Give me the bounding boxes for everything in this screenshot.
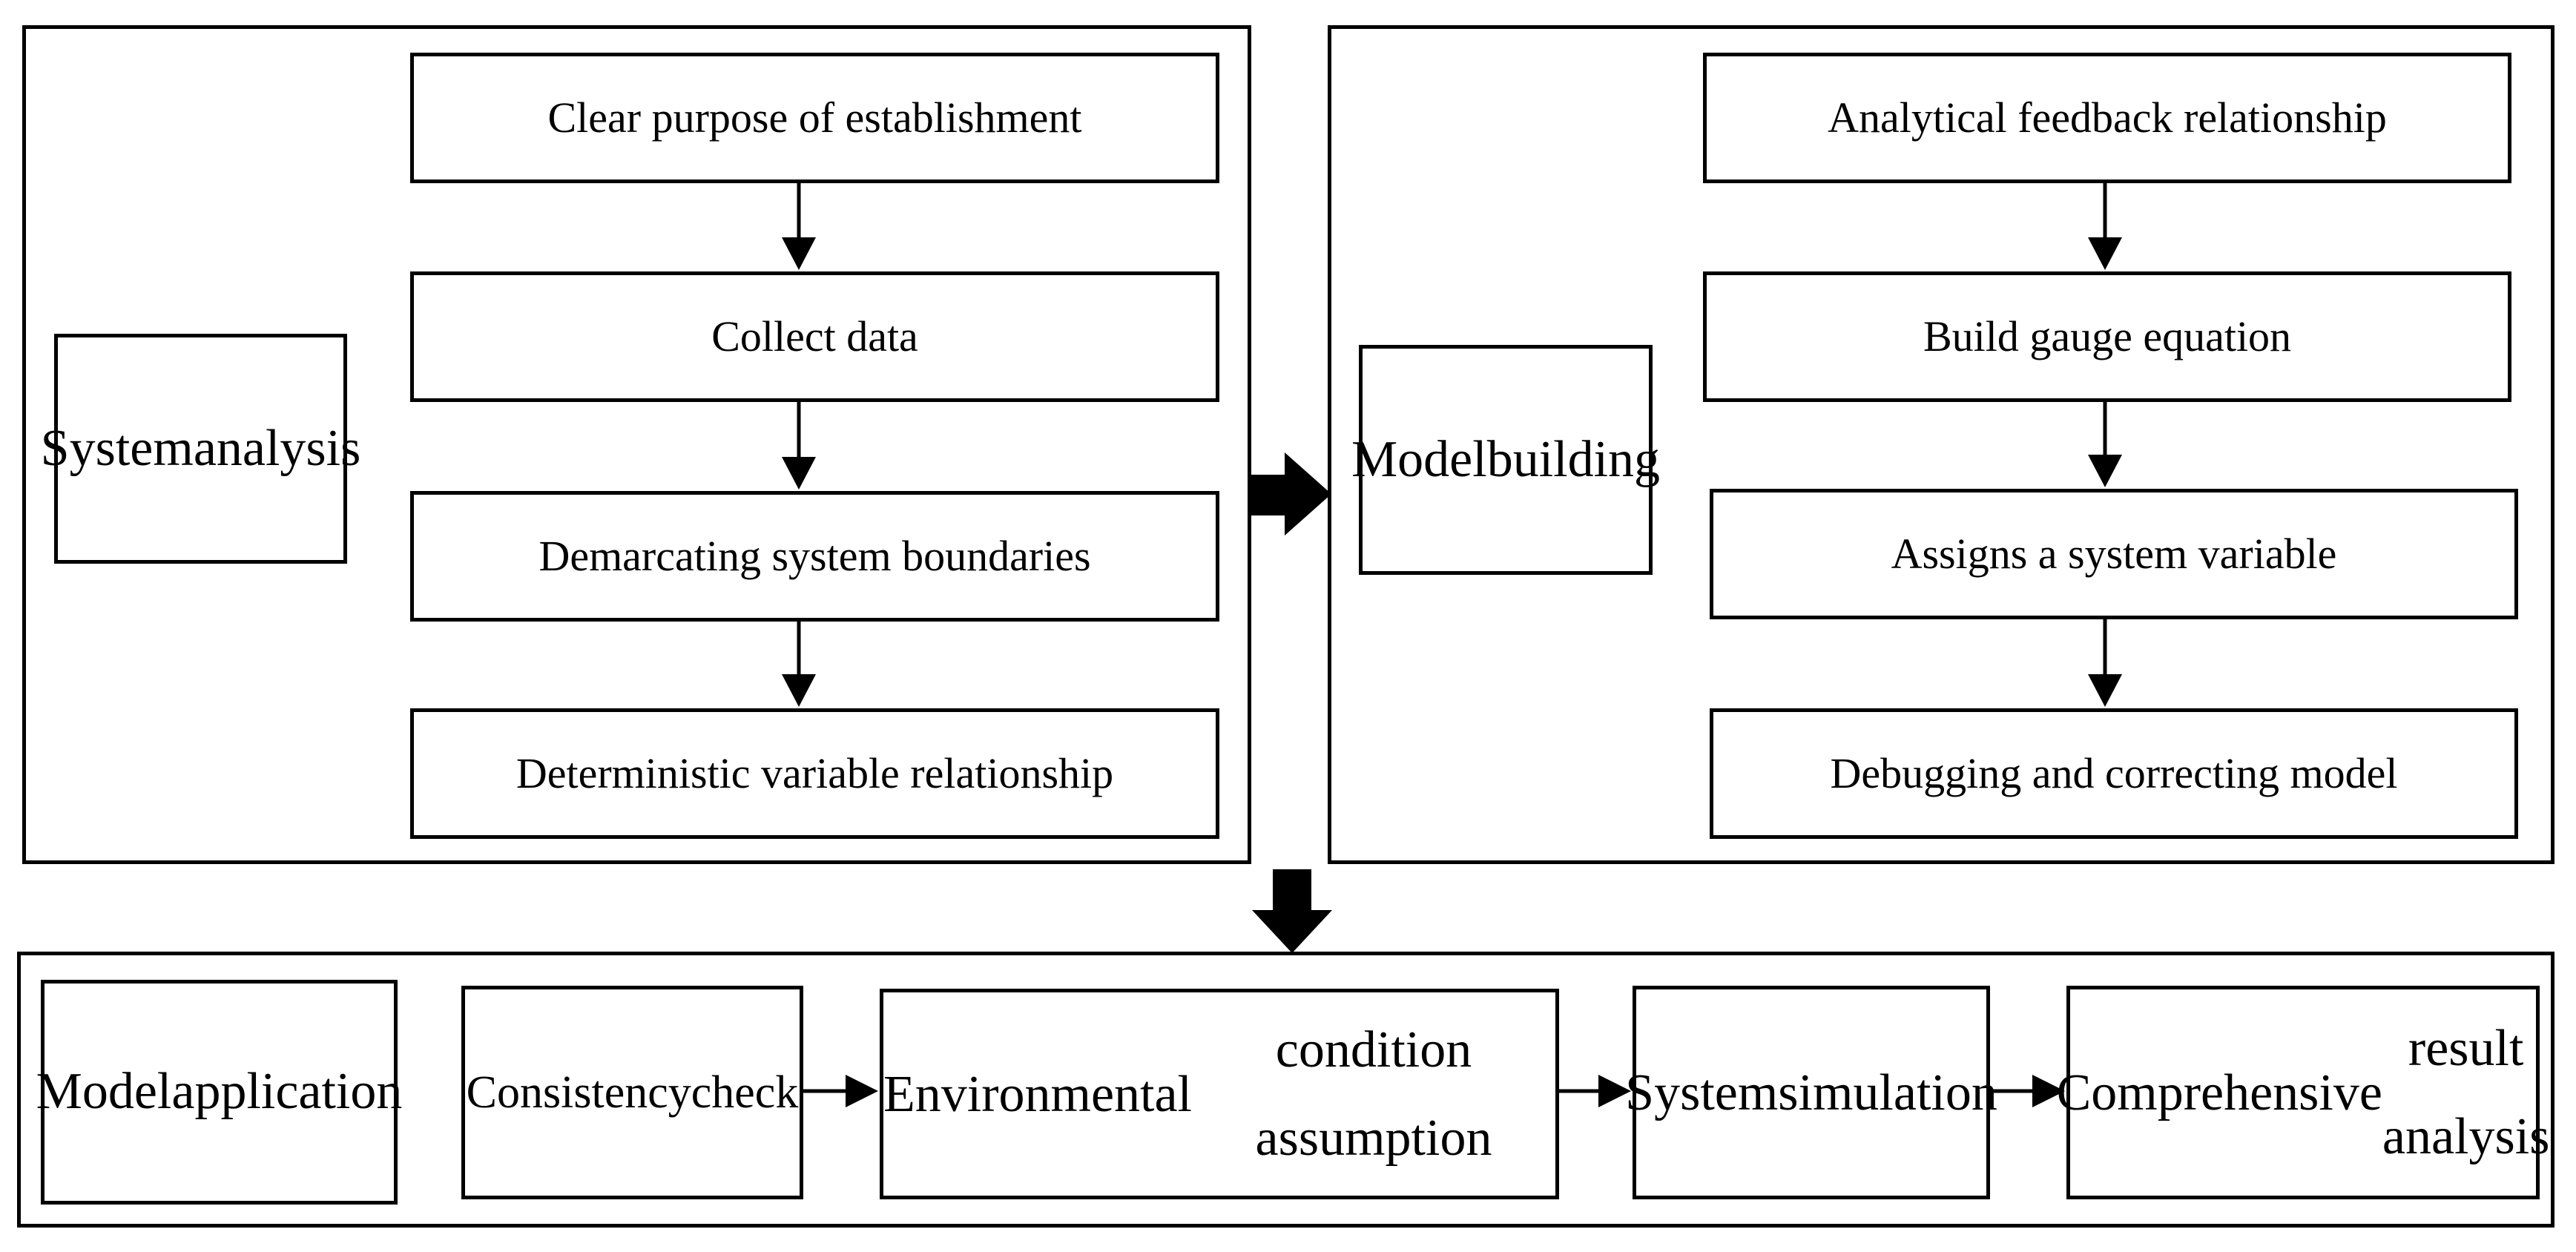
- environmental-assumption-line1: Environmental: [883, 1065, 1193, 1123]
- step-assign-system-variable: Assigns a system variable: [1710, 489, 2518, 619]
- consistency-check-line1: Consistency: [466, 1067, 691, 1118]
- comprehensive-analysis-line2: result analysis: [2382, 1020, 2550, 1165]
- consistency-check-line2: check: [691, 1067, 799, 1118]
- step-demarcating-boundaries: Demarcating system boundaries: [410, 491, 1219, 622]
- step-deterministic-relationship: Deterministic variable relationship: [410, 708, 1219, 839]
- comprehensive-analysis-line1: Comprehensive: [2056, 1064, 2382, 1121]
- system-simulation-line1: System: [1625, 1064, 1779, 1121]
- model-building-label-line2: building: [1486, 430, 1661, 488]
- block-arrow-right: [1251, 452, 1331, 536]
- system-analysis-label-line2: analysis: [193, 419, 361, 477]
- block-arrow-down: [1252, 869, 1332, 953]
- step-comprehensive-analysis: Comprehensive result analysis: [2057, 986, 2549, 1199]
- environmental-assumption-line2: condition assumption: [1255, 1021, 1492, 1167]
- step-clear-purpose: Clear purpose of establishment: [410, 53, 1219, 183]
- step-system-simulation: System simulation: [1625, 986, 1997, 1199]
- model-building-panel: [1328, 25, 2554, 864]
- system-analysis-label-line1: System: [40, 419, 194, 477]
- step-debugging-correcting: Debugging and correcting model: [1710, 708, 2518, 839]
- step-collect-data: Collect data: [410, 271, 1219, 402]
- step-build-gauge-equation: Build gauge equation: [1703, 271, 2511, 402]
- system-simulation-line2: simulation: [1778, 1064, 1997, 1121]
- step-environmental-assumption: Environmental condition assumption: [880, 989, 1559, 1199]
- step-analytical-feedback: Analytical feedback relationship: [1703, 53, 2511, 183]
- step-consistency-check: Consistency check: [461, 986, 803, 1199]
- model-building-label-line1: Model: [1351, 430, 1487, 488]
- system-analysis-panel: [22, 25, 1251, 864]
- model-application-label: Model application: [36, 980, 402, 1205]
- model-application-label-line1: Model: [36, 1063, 172, 1121]
- model-building-label: Model building: [1351, 345, 1660, 575]
- model-application-label-line2: application: [171, 1063, 403, 1121]
- model-application-panel: [17, 952, 2554, 1228]
- system-analysis-label: System analysis: [41, 334, 360, 564]
